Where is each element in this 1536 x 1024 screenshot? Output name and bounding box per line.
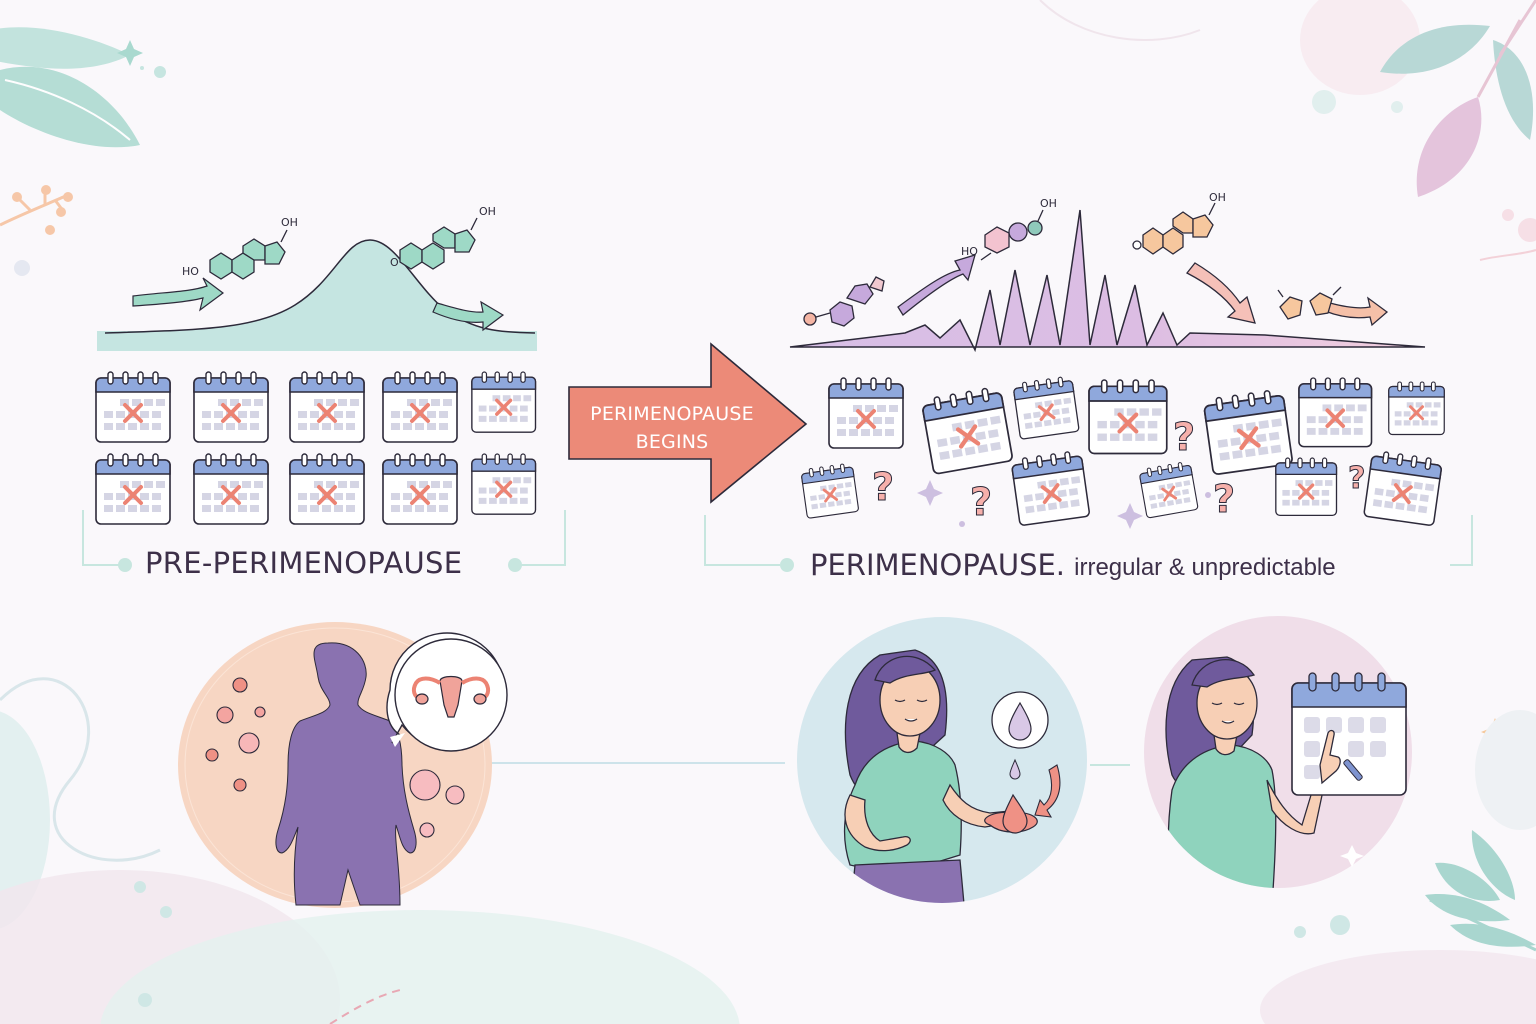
small-droplet-icon [1009, 758, 1021, 780]
sparkle-icon [1340, 845, 1364, 867]
rising-arrow-icon [897, 254, 976, 316]
hormone-curve-fluctuating: HO OH OH [789, 191, 1426, 353]
falling-arrow-icon [432, 300, 505, 332]
blood-drop-icon [1002, 793, 1028, 834]
distorted-molecule-top-icon [980, 209, 1044, 261]
broken-molecule-right-icon [1277, 286, 1342, 320]
rising-arrow-icon [132, 277, 225, 312]
arrow-label-line1: PERIMENOPAUSE [590, 403, 754, 425]
question-mark-icon: ? [1213, 477, 1235, 521]
droplet-icon [1008, 701, 1032, 741]
uterus-speech-bubble [386, 632, 508, 752]
arrow-label-line2: BEGINS [635, 431, 709, 453]
estrogen-molecule-icon [399, 217, 478, 270]
calendar-icon [1291, 672, 1407, 796]
leaf-decoration-top-right [1380, 0, 1536, 197]
calendar-scatter-irregular: ? ? ? ? ? [799, 374, 1446, 529]
sparkle-icon [917, 480, 943, 506]
female-silhouette-illustration [178, 622, 508, 908]
leaf-decoration-top-left [0, 27, 140, 148]
svg-text:O: O [390, 256, 399, 269]
svg-text:OH: OH [1209, 191, 1226, 204]
perimenopause-label-subtitle: irregular & unpredictable [1074, 554, 1336, 581]
estradiol-molecule-icon [209, 229, 288, 280]
woman-calendar-illustration [1144, 616, 1412, 888]
progesterone-molecule-icon [1142, 202, 1216, 255]
question-mark-icon: ? [1173, 415, 1195, 459]
leaf-decoration-bottom-right [1425, 830, 1536, 952]
question-mark-icon: ? [970, 480, 992, 524]
female-silhouette-icon [275, 642, 417, 906]
perimenopause-label: PERIMENOPAUSE. irregular & unpredictable [810, 548, 1336, 582]
sparkle-icon [1117, 503, 1143, 529]
transition-arrow-label: PERIMENOPAUSE BEGINS [572, 400, 772, 456]
pointing-hand-icon [1319, 729, 1341, 785]
svg-text:HO: HO [182, 265, 199, 278]
uterus-icon [411, 675, 491, 718]
svg-text:OH: OH [281, 216, 298, 229]
sparkle-icon [117, 40, 143, 66]
svg-text:HO: HO [961, 245, 978, 258]
distorted-molecule-left-icon [803, 276, 885, 327]
hormone-curve-stable: HO OH O OH [97, 205, 537, 351]
pre-perimenopause-label: PRE-PERIMENOPAUSE [145, 546, 463, 580]
bracket-right [704, 515, 1473, 572]
falling-arrow-icon [1185, 262, 1256, 324]
bracket-left [82, 510, 566, 572]
svg-text:OH: OH [479, 205, 496, 218]
woman-cramps-illustration [797, 617, 1087, 903]
question-mark-icon: ? [1348, 461, 1365, 496]
perimenopause-label-bold: PERIMENOPAUSE. [810, 548, 1066, 582]
right-arrow-icon [1324, 296, 1389, 327]
curved-arrow-icon [1034, 764, 1061, 818]
transition-arrow [568, 342, 808, 504]
svg-text:OH: OH [1040, 197, 1057, 210]
pen-icon [1343, 759, 1363, 781]
question-mark-icon: ? [872, 465, 894, 509]
